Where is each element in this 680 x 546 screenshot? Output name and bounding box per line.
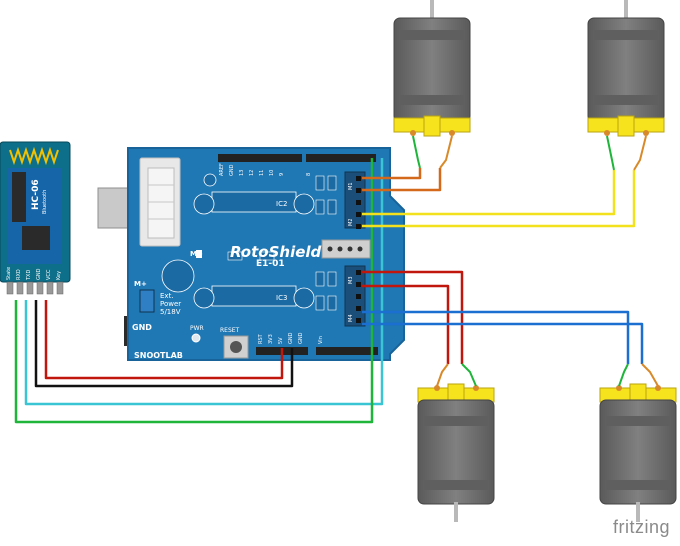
wire-motor-tr-green xyxy=(606,135,615,171)
gnd-label: GND xyxy=(132,323,152,332)
top-header-labels: AREF GND 13 12 11 10 9 8 xyxy=(219,163,312,176)
svg-text:RXD: RXD xyxy=(16,269,22,280)
wire-motor-bl-orange xyxy=(436,363,449,387)
shield-version: E1-01 xyxy=(256,259,285,269)
wire-orange-2 xyxy=(362,168,442,192)
wire-motor-tl-green xyxy=(412,135,421,169)
svg-text:GND: GND xyxy=(288,332,294,344)
svg-text:M1: M1 xyxy=(348,183,354,191)
ic2-label: IC2 xyxy=(276,200,287,208)
svg-text:GND: GND xyxy=(229,164,235,176)
wire-motor-bl-green xyxy=(461,363,477,387)
svg-text:GND: GND xyxy=(36,268,42,280)
svg-text:AREF: AREF xyxy=(219,163,225,176)
wire-motor-br-green xyxy=(618,363,629,387)
motor-top-right xyxy=(587,0,665,137)
motor-bottom-right xyxy=(599,383,677,522)
svg-text:Vin: Vin xyxy=(318,336,324,344)
wire-green-rxd xyxy=(14,158,374,424)
svg-text:GND: GND xyxy=(298,332,304,344)
svg-text:State: State xyxy=(6,267,12,280)
ext-power-line2: Power xyxy=(160,300,181,308)
wire-red-vcc xyxy=(44,300,284,380)
wire-blue-m4b xyxy=(362,322,644,364)
svg-text:TXD: TXD xyxy=(26,270,32,281)
wire-yellow-2 xyxy=(362,170,636,228)
svg-text:M4: M4 xyxy=(348,315,354,323)
pwr-label: PWR xyxy=(190,325,204,332)
svg-text:Key: Key xyxy=(56,271,62,280)
bt-pin-labels: State RXD TXD GND VCC Key xyxy=(6,267,62,281)
wire-cyan-txd xyxy=(24,158,384,406)
m-plus-label: M+ xyxy=(134,280,147,288)
ic3-label: IC3 xyxy=(276,294,287,302)
shield-title: RotoShield xyxy=(230,243,322,261)
svg-text:8: 8 xyxy=(306,173,312,176)
wire-motor-br-orange xyxy=(641,363,659,387)
svg-text:3V3: 3V3 xyxy=(268,334,274,344)
ext-power-line3: 5/18V xyxy=(160,308,181,316)
svg-text:VCC: VCC xyxy=(46,269,52,280)
wire-black-gnd xyxy=(34,300,294,388)
svg-text:M3: M3 xyxy=(348,277,354,285)
reset-label: RESET xyxy=(220,327,240,334)
wire-orange-1 xyxy=(362,168,422,180)
wire-motor-tl-orange xyxy=(439,135,453,169)
svg-text:11: 11 xyxy=(259,170,265,176)
wire-blue-m4a xyxy=(362,310,630,364)
wire-motor-tr-orange xyxy=(633,135,647,171)
svg-text:5V: 5V xyxy=(278,337,284,344)
svg-text:12: 12 xyxy=(249,170,255,176)
bluetooth-module: HC-06 Bluetooth State RXD TXD GND VCC Ke… xyxy=(0,141,71,295)
motor-top-left xyxy=(393,0,471,137)
motor-terminal-labels: M1 M2 M3 M4 xyxy=(348,183,354,323)
bt-model: HC-06 xyxy=(31,179,41,210)
ext-power-line1: Ext. xyxy=(160,292,174,300)
bottom-header-labels: RST 3V3 5V GND GND Vin xyxy=(258,332,324,344)
bt-sub: Bluetooth xyxy=(42,190,48,214)
wires xyxy=(14,135,659,424)
wire-red-m3a xyxy=(362,270,464,364)
fritzing-watermark: fritzing xyxy=(612,517,670,537)
shield-brand: SNOOTLAB xyxy=(134,351,183,360)
rotoshield-board: RotoShield E1-01 SNOOTLAB Ext. Power 5/1… xyxy=(97,147,405,361)
svg-text:9: 9 xyxy=(279,173,285,176)
svg-text:M2: M2 xyxy=(348,219,354,227)
motor-bottom-left xyxy=(417,383,495,522)
wire-red-m3b xyxy=(362,284,450,364)
m-plus-label-2: M+ xyxy=(190,250,203,258)
svg-text:10: 10 xyxy=(269,170,275,176)
wire-yellow-1 xyxy=(362,170,616,216)
svg-text:RST: RST xyxy=(258,333,264,344)
svg-text:13: 13 xyxy=(239,170,245,176)
